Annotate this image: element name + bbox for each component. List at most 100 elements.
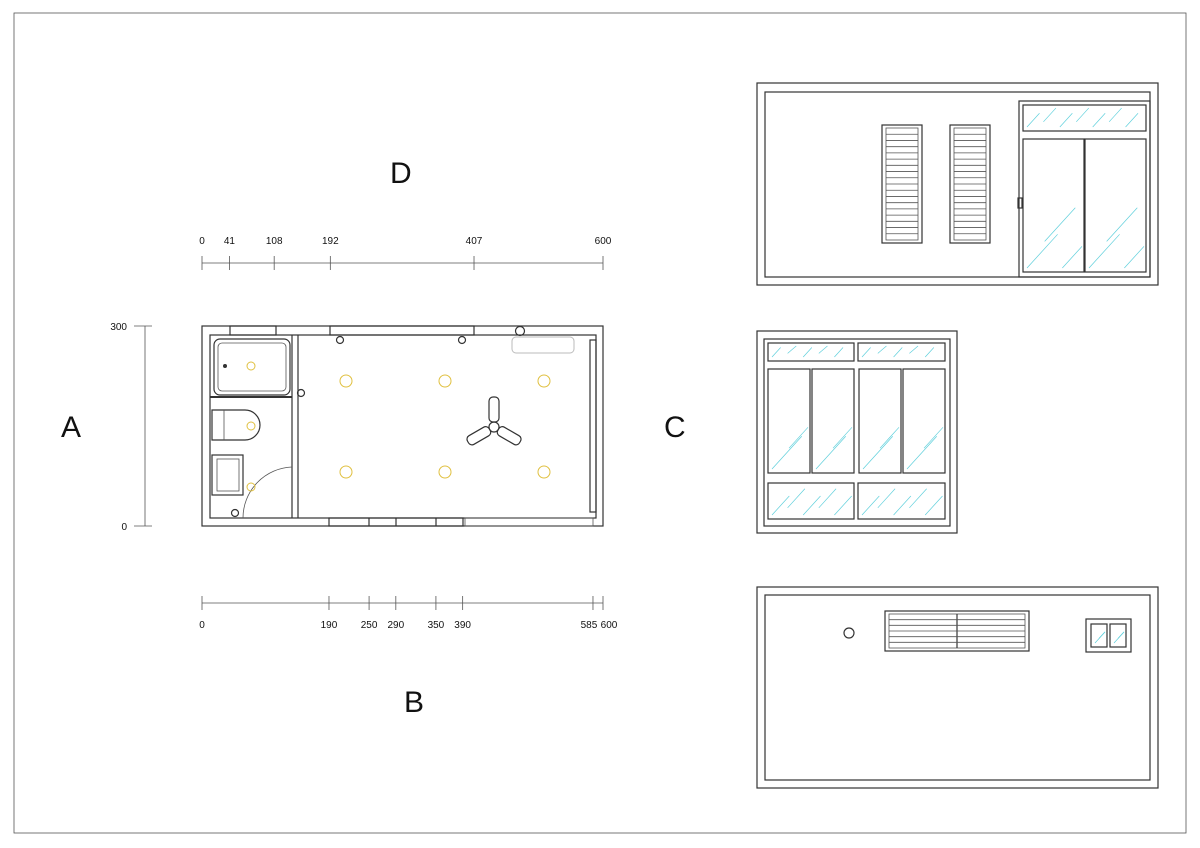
glass-hatch xyxy=(787,345,797,354)
louver-window xyxy=(949,124,991,244)
toilet xyxy=(211,409,261,441)
glass-hatch xyxy=(802,495,821,516)
outer-wall xyxy=(201,325,604,527)
door-panel-glass xyxy=(1022,138,1085,273)
bathroom-door-swing xyxy=(242,466,293,519)
glass-hatch xyxy=(1124,246,1145,269)
glass-hatch xyxy=(879,427,900,449)
dimension-label: 108 xyxy=(266,236,283,247)
glass-hatch xyxy=(815,436,847,470)
bathtub xyxy=(213,338,291,396)
ac-unit-marker xyxy=(514,325,526,337)
ceiling-light xyxy=(339,465,353,479)
dimension-label: 600 xyxy=(595,236,612,247)
ceiling-light xyxy=(438,374,452,388)
louver-window xyxy=(884,610,1030,652)
ceiling-light xyxy=(537,374,551,388)
glass-hatch xyxy=(1092,113,1106,128)
label-c: C xyxy=(664,411,686,444)
bath-light xyxy=(246,482,256,492)
door-panel-glass xyxy=(1084,138,1147,273)
glass-hatch xyxy=(1076,107,1090,123)
glass-hatch xyxy=(1125,113,1139,128)
glass-hatch xyxy=(771,347,781,358)
sliding-door xyxy=(464,517,594,527)
ceiling-light xyxy=(537,465,551,479)
dimension-label: 350 xyxy=(428,620,445,631)
glass-hatch xyxy=(818,345,828,354)
dimension-label: 407 xyxy=(466,236,483,247)
label-d: D xyxy=(390,157,412,190)
glass-hatch xyxy=(1026,113,1040,128)
dimension-label: 300 xyxy=(110,322,127,333)
glass-hatch xyxy=(861,495,880,516)
glass-hatch xyxy=(924,347,935,358)
bath-top-window xyxy=(229,325,277,336)
dimension-label: 250 xyxy=(361,620,378,631)
glass-hatch xyxy=(877,488,896,509)
label-b: B xyxy=(404,686,424,719)
bath-light xyxy=(246,361,256,371)
right-window xyxy=(589,339,597,513)
glass-hatch xyxy=(802,347,813,358)
drain xyxy=(223,364,227,368)
glass-hatch xyxy=(877,345,887,354)
glass-hatch xyxy=(1043,107,1057,123)
glass-hatch xyxy=(923,427,944,449)
dimension-label: 290 xyxy=(387,620,404,631)
ac-unit xyxy=(511,336,575,354)
transom-glass xyxy=(1022,104,1147,132)
glass-hatch xyxy=(771,495,790,516)
inner-wall xyxy=(209,334,597,519)
glass-hatch xyxy=(906,436,938,470)
glass-hatch xyxy=(1026,234,1058,269)
glass-hatch xyxy=(1044,207,1076,242)
glass-hatch xyxy=(1106,207,1138,242)
ceiling-light xyxy=(438,465,452,479)
glass-hatch xyxy=(1117,631,1125,639)
label-a: A xyxy=(61,411,81,444)
glass-hatch xyxy=(861,347,871,358)
louver-window xyxy=(881,124,923,244)
glass-hatch xyxy=(788,427,809,449)
glass-hatch xyxy=(909,345,919,354)
glass-hatch xyxy=(893,495,912,516)
small-window xyxy=(1085,618,1132,653)
dimension-label: 0 xyxy=(199,236,205,247)
glass-hatch xyxy=(834,495,852,516)
elevation-d xyxy=(756,82,1159,286)
glass-hatch xyxy=(1088,234,1120,269)
glass-hatch xyxy=(893,347,903,358)
glass-hatch xyxy=(1059,113,1073,128)
ceiling-fan-icon xyxy=(466,396,522,446)
door-handle xyxy=(1017,197,1023,209)
dimension-label: 0 xyxy=(199,620,205,631)
sheet-border xyxy=(13,12,1187,834)
dimension-label: 585 xyxy=(581,620,598,631)
glass-hatch xyxy=(771,436,803,470)
dimension-label: 192 xyxy=(322,236,339,247)
glass-hatch xyxy=(832,427,853,449)
sink xyxy=(211,454,244,496)
elevation-c xyxy=(756,330,958,534)
dimension-label: 390 xyxy=(454,620,471,631)
glass-hatch xyxy=(862,436,894,470)
vent-opening xyxy=(843,627,855,639)
dimension-label: 41 xyxy=(224,236,236,247)
dimension-label: 0 xyxy=(121,522,127,533)
lights xyxy=(246,361,551,492)
ceiling-light xyxy=(339,374,353,388)
top-window xyxy=(329,325,475,336)
bath-light xyxy=(246,421,256,431)
glass-hatch xyxy=(787,488,806,509)
glass-hatch xyxy=(1098,631,1106,639)
dimension-label: 600 xyxy=(601,620,618,631)
glass-hatch xyxy=(924,495,943,516)
glass-hatch xyxy=(1062,246,1083,269)
floor-plan xyxy=(201,325,604,527)
glass-hatch xyxy=(834,347,844,358)
dimension-label: 190 xyxy=(321,620,338,631)
glass-hatch xyxy=(909,488,927,509)
